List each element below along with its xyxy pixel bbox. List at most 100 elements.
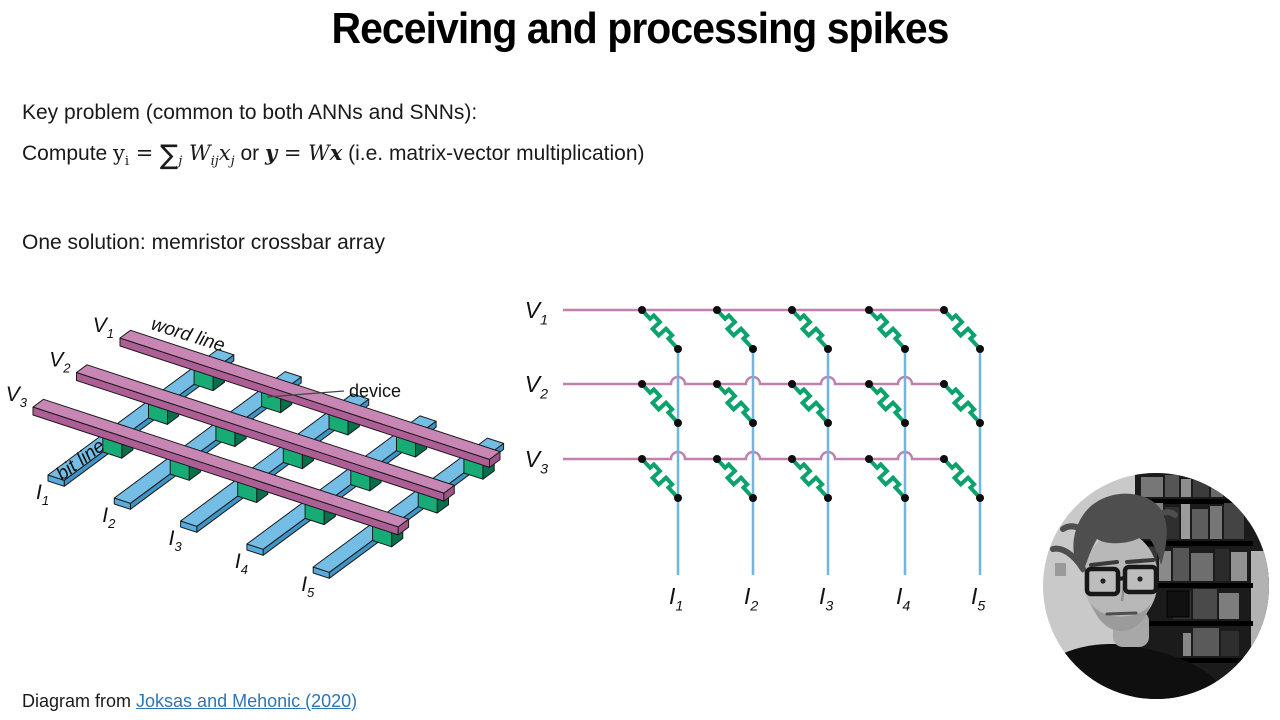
formula-part: or xyxy=(234,142,265,165)
formula-part: Compute xyxy=(22,142,114,165)
book xyxy=(1211,480,1223,497)
formula-part: W xyxy=(188,141,211,165)
junction-dot xyxy=(865,380,873,388)
junction-dot xyxy=(749,345,757,353)
book xyxy=(1181,504,1190,539)
formula-part: x xyxy=(329,140,343,165)
formula-part: = xyxy=(129,141,161,165)
formula-part: x xyxy=(218,141,231,165)
junction-dot xyxy=(638,380,646,388)
formula-part: j xyxy=(230,154,235,169)
junction-dot xyxy=(976,419,984,427)
junction-dot xyxy=(674,345,682,353)
book xyxy=(1193,628,1219,656)
shelf-board xyxy=(1135,499,1253,504)
book xyxy=(1221,631,1239,656)
book xyxy=(1173,548,1189,581)
bit-line-text: bit line xyxy=(52,435,109,485)
webcam-scene xyxy=(1043,473,1269,699)
junction-dot xyxy=(713,455,721,463)
memristor-symbol xyxy=(867,457,907,500)
current-label: I4 xyxy=(896,583,910,614)
caption: Diagram from Joksas and Mehonic (2020) xyxy=(22,691,357,712)
voltage-label: V1 xyxy=(525,297,548,328)
word-line-top xyxy=(32,398,410,528)
presenter-eye xyxy=(1137,576,1143,582)
current-label: I3 xyxy=(819,583,833,614)
memristor-symbol xyxy=(942,457,982,500)
camera-box xyxy=(1166,590,1190,618)
bit-line-label: I3 xyxy=(169,527,183,554)
presenter-hair xyxy=(1073,493,1167,573)
formula-part: ∑ xyxy=(160,140,179,171)
memristor-symbol xyxy=(640,382,680,425)
book xyxy=(1224,503,1244,539)
presenter-eyebrow xyxy=(1125,558,1155,564)
formula-part xyxy=(182,141,189,165)
formula-part: = xyxy=(277,141,309,165)
memristor-symbol xyxy=(867,382,907,425)
bit-line-label: I4 xyxy=(235,550,248,577)
key-problem-text: Key problem (common to both ANNs and SNN… xyxy=(22,101,478,124)
junction-dot xyxy=(749,494,757,502)
citation-link[interactable]: Joksas and Mehonic (2020) xyxy=(136,691,358,711)
memristor-symbol xyxy=(790,382,830,425)
junction-dot xyxy=(865,306,873,314)
memristor-symbol xyxy=(715,457,755,500)
current-label: I2 xyxy=(744,583,758,614)
book xyxy=(1165,475,1179,497)
junction-dot xyxy=(713,380,721,388)
word-line-label: V1 xyxy=(93,314,114,341)
voltage-label: V3 xyxy=(525,446,548,477)
memristor-symbol xyxy=(942,308,982,351)
presenter-stubble xyxy=(1091,603,1151,631)
voltage-label: V2 xyxy=(525,371,548,402)
junction-dot xyxy=(674,419,682,427)
book xyxy=(1219,593,1239,619)
book xyxy=(1210,506,1222,539)
memristor-symbol xyxy=(790,308,830,351)
formula-text: Compute yi = ∑j Wijxj or y = Wx (i.e. ma… xyxy=(22,140,645,171)
junction-dot xyxy=(976,494,984,502)
junction-dot xyxy=(713,306,721,314)
caption-prefix: Diagram from xyxy=(22,691,137,711)
bit-line-label: I5 xyxy=(301,573,315,600)
junction-dot xyxy=(788,306,796,314)
junction-dot xyxy=(824,419,832,427)
book xyxy=(1183,633,1191,656)
word-line-top xyxy=(119,329,501,460)
formula-part: i xyxy=(124,154,130,169)
memristor-symbol xyxy=(715,382,755,425)
junction-dot xyxy=(638,306,646,314)
junction-dot xyxy=(940,455,948,463)
junction-dot xyxy=(901,419,909,427)
junction-dot xyxy=(976,345,984,353)
junction-dot xyxy=(749,419,757,427)
shelf-board xyxy=(1135,658,1253,663)
formula-part: ij xyxy=(210,154,219,169)
presenter-eyebrow xyxy=(1089,560,1119,567)
formula-part: j xyxy=(178,154,183,169)
junction-dot xyxy=(940,380,948,388)
bit-lines xyxy=(47,349,505,579)
junction-dot xyxy=(824,494,832,502)
memristor-symbol xyxy=(942,382,982,425)
book xyxy=(1225,477,1243,497)
door-frame xyxy=(1251,551,1269,699)
junction-dot xyxy=(901,494,909,502)
shelf-board xyxy=(1135,583,1253,588)
junction-dot xyxy=(788,455,796,463)
solution-text: One solution: memristor crossbar array xyxy=(22,231,385,254)
book xyxy=(1231,552,1247,581)
shelf-board xyxy=(1135,541,1253,546)
device-leader-line xyxy=(266,390,345,398)
book xyxy=(1193,589,1217,619)
junction-dot xyxy=(674,494,682,502)
junction-dot xyxy=(865,455,873,463)
book xyxy=(1193,476,1209,497)
junction-dot xyxy=(901,345,909,353)
word-line-top xyxy=(76,364,455,494)
